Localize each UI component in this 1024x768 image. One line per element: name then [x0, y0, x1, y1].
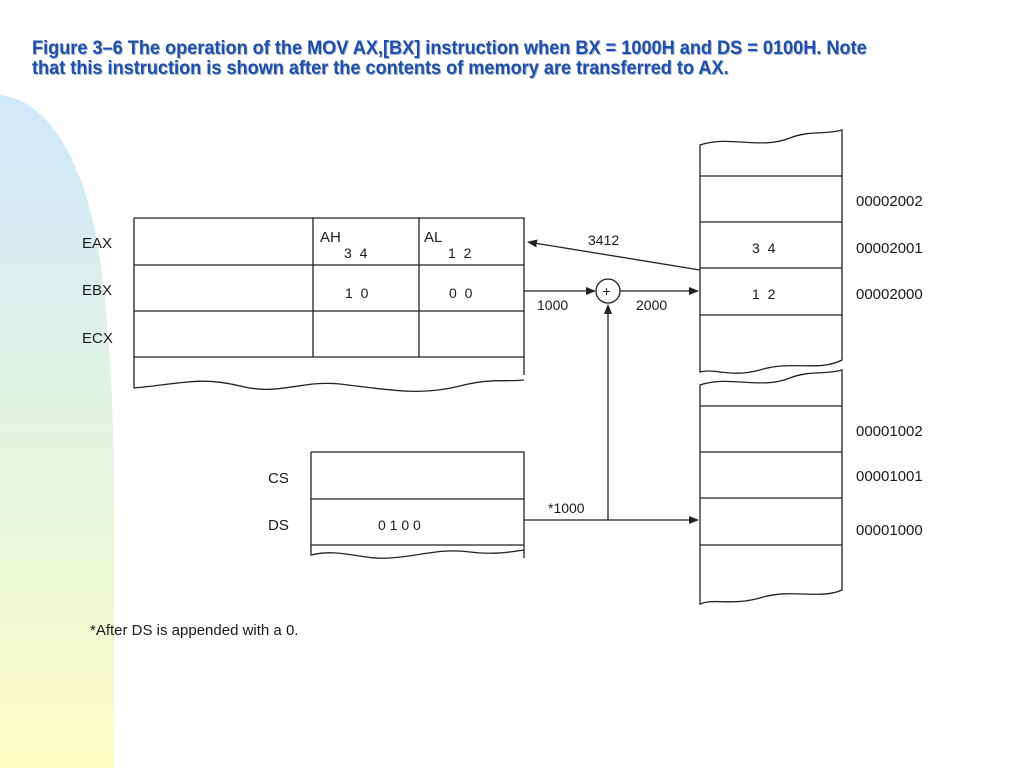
memory-address: 00001002: [856, 423, 923, 440]
segment-base-label: *1000: [548, 500, 585, 516]
register-file-outline: [133, 217, 525, 392]
register-file: EAX EBX ECX AH 3 4 AL 1 2 1 0 0 0: [82, 217, 525, 392]
bl-value: 0 0: [449, 285, 473, 301]
segment-register-outline: [310, 451, 525, 559]
address-computation: 1000 + 2000 *1000 3412: [524, 232, 701, 524]
memory-address: 00001000: [856, 522, 923, 539]
transfer-arrow: [527, 239, 701, 271]
memory-address: 00002001: [856, 240, 923, 257]
memory-upper-block: 3 4 1 2 00002002 00002001 00002000: [699, 129, 923, 374]
al-value: 1 2: [448, 245, 472, 261]
adder-symbol: +: [603, 283, 611, 299]
memory-lower-outline: [699, 369, 843, 605]
eax-label: EAX: [82, 235, 112, 252]
memory-upper-outline: [699, 129, 843, 374]
memory-address: 00002002: [856, 193, 923, 210]
caption-line-2: that this instruction is shown after the…: [32, 57, 729, 79]
physical-address-label: 2000: [636, 297, 667, 313]
segment-registers: CS DS 0 1 0 0: [268, 451, 525, 559]
ebx-label: EBX: [82, 282, 112, 299]
caption-line-1: Figure 3–6 The operation of the MOV AX,[…: [32, 37, 867, 59]
ah-label: AH: [320, 229, 341, 246]
cs-label: CS: [268, 470, 289, 487]
ds-label: DS: [268, 517, 289, 534]
transfer-label: 3412: [588, 232, 619, 248]
offset-label: 1000: [537, 297, 568, 313]
footnote: *After DS is appended with a 0.: [90, 622, 299, 639]
memory-value: 3 4: [752, 240, 776, 256]
memory-address: 00001001: [856, 468, 923, 485]
ah-value: 3 4: [344, 245, 368, 261]
al-label: AL: [424, 229, 442, 246]
memory-value: 1 2: [752, 286, 776, 302]
bh-value: 1 0: [345, 285, 369, 301]
memory-address: 00002000: [856, 286, 923, 303]
memory-lower-block: 00001002 00001001 00001000: [699, 369, 923, 605]
figure-caption: Figure 3–6 The operation of the MOV AX,[…: [32, 38, 943, 78]
ecx-label: ECX: [82, 330, 113, 347]
ds-value: 0 1 0 0: [378, 517, 421, 533]
